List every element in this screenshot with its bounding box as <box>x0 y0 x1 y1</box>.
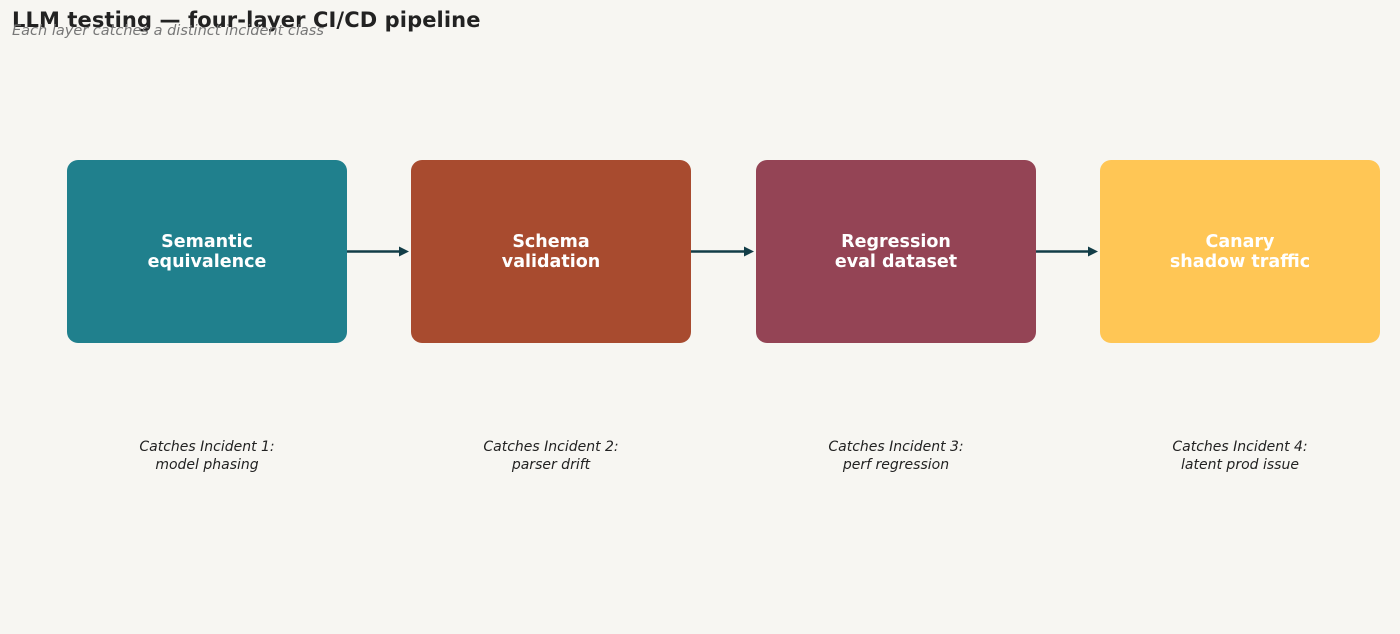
caption-incident-4: Catches Incident 4: latent prod issue <box>1100 438 1380 474</box>
caption-line1: Catches Incident 2: <box>483 439 619 455</box>
caption-incident-1: Catches Incident 1: model phasing <box>67 438 347 474</box>
caption-line2: perf regression <box>842 457 950 473</box>
arrow-1-to-2 <box>347 246 409 257</box>
arrow-3-to-4 <box>1036 246 1098 257</box>
stage-label-line2: equivalence <box>147 251 267 272</box>
arrow-2-to-3 <box>691 246 754 257</box>
caption-line1: Catches Incident 1: <box>139 439 275 455</box>
stage-label: Schema validation <box>502 232 600 272</box>
caption-line1: Catches Incident 3: <box>828 439 964 455</box>
stage-canary-shadow: Canary shadow traffic <box>1100 160 1380 343</box>
caption-line2: latent prod issue <box>1181 457 1299 473</box>
stage-schema-validation: Schema validation <box>411 160 691 343</box>
caption-incident-3: Catches Incident 3: perf regression <box>756 438 1036 474</box>
caption-incident-2: Catches Incident 2: parser drift <box>411 438 691 474</box>
stage-regression-eval: Regression eval dataset <box>756 160 1036 343</box>
stage-label-line2: validation <box>501 251 601 272</box>
stage-semantic-equivalence: Semantic equivalence <box>67 160 347 343</box>
stage-label-line1: Regression <box>841 231 951 252</box>
stage-label-line2: eval dataset <box>834 251 958 272</box>
stage-label: Regression eval dataset <box>835 232 957 272</box>
page-subtitle: Each layer catches a distinct incident c… <box>12 23 324 39</box>
caption-line2: parser drift <box>511 457 591 473</box>
caption-line1: Catches Incident 4: <box>1172 439 1308 455</box>
stage-label-line1: Semantic <box>161 231 253 252</box>
page-title: LLM testing — four-layer CI/CD pipeline <box>12 8 481 32</box>
stage-label-line1: Canary <box>1205 231 1275 252</box>
stage-label: Semantic equivalence <box>148 232 267 272</box>
stage-label: Canary shadow traffic <box>1170 232 1310 272</box>
caption-line2: model phasing <box>155 457 259 473</box>
stage-label-line1: Schema <box>512 231 590 252</box>
stage-label-line2: shadow traffic <box>1169 251 1311 272</box>
